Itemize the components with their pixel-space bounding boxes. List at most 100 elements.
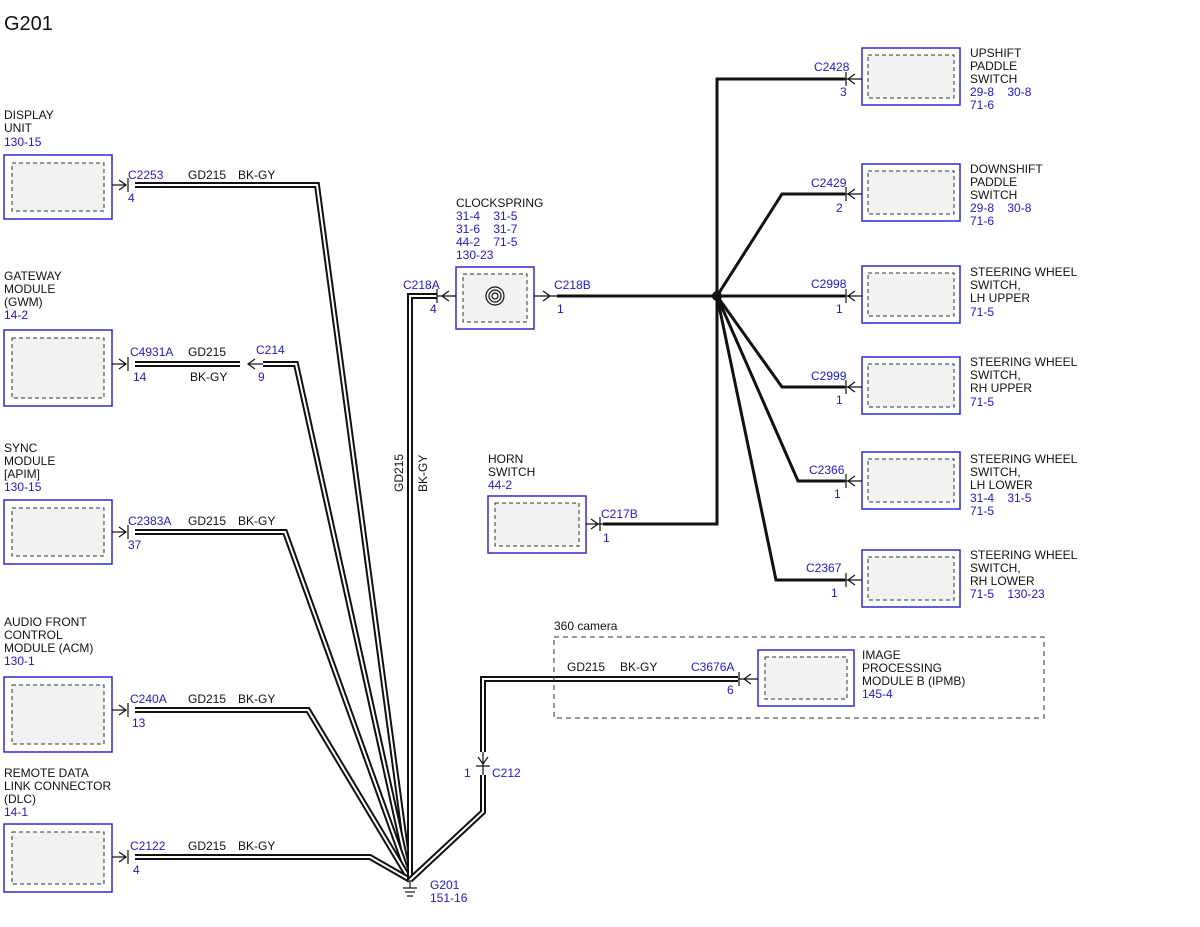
connector-pin: 1	[603, 531, 610, 545]
module-name-line: SWITCH,	[970, 278, 1021, 292]
module-name-line: IMAGE	[862, 648, 901, 662]
connector-c218b: C218B 1	[534, 278, 591, 316]
module-sw-rh-lower[interactable]: STEERING WHEEL SWITCH, RH LOWER 71-5 130…	[861, 548, 1078, 608]
wire-color: BK-GY	[238, 514, 275, 528]
module-ref: 44-2 71-5	[456, 235, 518, 249]
wire-color: BK-GY	[238, 692, 275, 706]
module-name-line: PROCESSING	[862, 661, 942, 675]
connector-c2998: C2998 1	[811, 277, 862, 316]
module-ref: 31-4 31-5	[970, 491, 1032, 505]
connector-pin: 4	[128, 191, 135, 205]
module-name-line: UNIT	[4, 121, 33, 135]
connector-name: C2253	[128, 168, 164, 182]
connector-name: C218B	[554, 278, 591, 292]
module-name-line: (DLC)	[4, 792, 36, 806]
connector-name: C3676A	[691, 660, 734, 674]
module-sync[interactable]: SYNC MODULE [APIM] 130-15	[3, 441, 113, 565]
module-name-line: [APIM]	[4, 467, 40, 481]
clockspring-coil-icon	[485, 286, 505, 306]
connector-c214: C214 9	[246, 343, 285, 384]
ground-ref: 151-16	[430, 891, 468, 905]
module-downshift-paddle[interactable]: DOWNSHIFT PADDLE SWITCH 29-8 30-8 71-6	[861, 162, 1043, 228]
module-name-line: PADDLE	[970, 59, 1017, 73]
module-ref: 31-4 31-5	[456, 209, 518, 223]
wire-circuit: GD215	[188, 839, 226, 853]
connector-c217b: C217B 1	[586, 507, 638, 545]
connector-pin: 1	[557, 302, 564, 316]
module-sw-lh-upper[interactable]: STEERING WHEEL SWITCH, LH UPPER 71-5	[861, 265, 1078, 324]
wire-color: BK-GY	[620, 660, 657, 674]
splice-node	[712, 291, 722, 301]
module-ref: 71-6	[970, 214, 994, 228]
module-name-line: STEERING WHEEL	[970, 355, 1078, 369]
module-name-line: LH UPPER	[970, 291, 1030, 305]
module-ipmb[interactable]: IMAGE PROCESSING MODULE B (IPMB) 145-4	[757, 648, 965, 707]
connector-c2366: C2366 1	[809, 463, 862, 501]
module-acm[interactable]: AUDIO FRONT CONTROL MODULE (ACM) 130-1	[3, 615, 113, 753]
connector-pin: 37	[128, 538, 142, 552]
connector-pin: 1	[831, 586, 838, 600]
module-display-unit[interactable]: DISPLAY UNIT 130-15	[3, 108, 113, 220]
module-sw-rh-upper[interactable]: STEERING WHEEL SWITCH, RH UPPER 71-5	[861, 355, 1078, 415]
module-name-line: SWITCH	[970, 188, 1017, 202]
module-ref: 71-5	[970, 504, 994, 518]
module-sw-lh-lower[interactable]: STEERING WHEEL SWITCH, LH LOWER 31-4 31-…	[861, 451, 1078, 518]
module-gateway[interactable]: GATEWAY MODULE (GWM) 14-2	[3, 269, 113, 407]
connector-c4931a: C4931A 14 GD215 BK-GY	[112, 345, 227, 384]
connector-name: C218A	[403, 278, 440, 292]
module-name-line: SWITCH,	[970, 368, 1021, 382]
module-ref: 31-6 31-7	[456, 222, 518, 236]
module-name-line: SWITCH,	[970, 561, 1021, 575]
connector-name: C2122	[130, 839, 166, 853]
module-horn-switch[interactable]: HORN SWITCH 44-2	[487, 452, 587, 554]
vertical-wire-color: BK-GY	[416, 455, 430, 492]
connector-c240a: C240A 13 GD215 BK-GY	[112, 692, 275, 730]
module-name-line: DISPLAY	[4, 108, 54, 122]
connector-c2428: C2428 3	[814, 60, 862, 99]
connector-pin: 2	[836, 201, 843, 215]
right-wires	[557, 77, 845, 582]
connector-pin: 1	[464, 766, 471, 780]
connector-name: C2383A	[128, 514, 171, 528]
connector-name: C4931A	[130, 345, 173, 359]
module-name-line: AUDIO FRONT	[4, 615, 87, 629]
module-name-line: PADDLE	[970, 175, 1017, 189]
module-name-line: UPSHIFT	[970, 46, 1022, 60]
module-dlc[interactable]: REMOTE DATA LINK CONNECTOR (DLC) 14-1	[3, 766, 113, 893]
wire-color: BK-GY	[238, 168, 275, 182]
module-name-line: SWITCH	[970, 72, 1017, 86]
module-name-line: CLOCKSPRING	[456, 196, 543, 210]
left-wires	[135, 182, 738, 883]
wire-circuit: GD215	[188, 514, 226, 528]
module-ref: 130-15	[4, 480, 42, 494]
module-name-line: MODULE (ACM)	[4, 641, 93, 655]
module-name-line: LINK CONNECTOR	[4, 779, 111, 793]
connector-pin: 4	[430, 302, 437, 316]
module-ref: 130-1	[4, 654, 35, 668]
ground-symbol	[403, 880, 417, 897]
connector-name: C2429	[811, 176, 847, 190]
module-ref: 71-5	[970, 305, 994, 319]
camera-group: 360 camera	[553, 619, 1045, 719]
module-ref: 14-2	[4, 308, 28, 322]
module-upshift-paddle[interactable]: UPSHIFT PADDLE SWITCH 29-8 30-8 71-6	[861, 46, 1032, 112]
module-ref: 145-4	[862, 687, 893, 701]
module-name-line: RH UPPER	[970, 381, 1032, 395]
module-ref: 14-1	[4, 805, 28, 819]
wire-circuit: GD215	[567, 660, 605, 674]
module-clockspring[interactable]: CLOCKSPRING 31-4 31-5 31-6 31-7 44-2 71-…	[455, 196, 543, 330]
ground-label: G201	[430, 878, 460, 892]
module-ref: 29-8 30-8	[970, 201, 1032, 215]
module-ref: 44-2	[488, 478, 512, 492]
module-name-line: STEERING WHEEL	[970, 452, 1078, 466]
module-name-line: DOWNSHIFT	[970, 162, 1043, 176]
module-ref: 71-6	[970, 98, 994, 112]
module-ref: 71-5 130-23	[970, 587, 1045, 601]
vertical-wire-circuit: GD215	[392, 454, 406, 492]
connector-pin: 14	[133, 370, 147, 384]
module-name-line: HORN	[488, 452, 523, 466]
connector-name: C2367	[806, 561, 842, 575]
connector-pin: 3	[840, 85, 847, 99]
connector-name: C2428	[814, 60, 850, 74]
